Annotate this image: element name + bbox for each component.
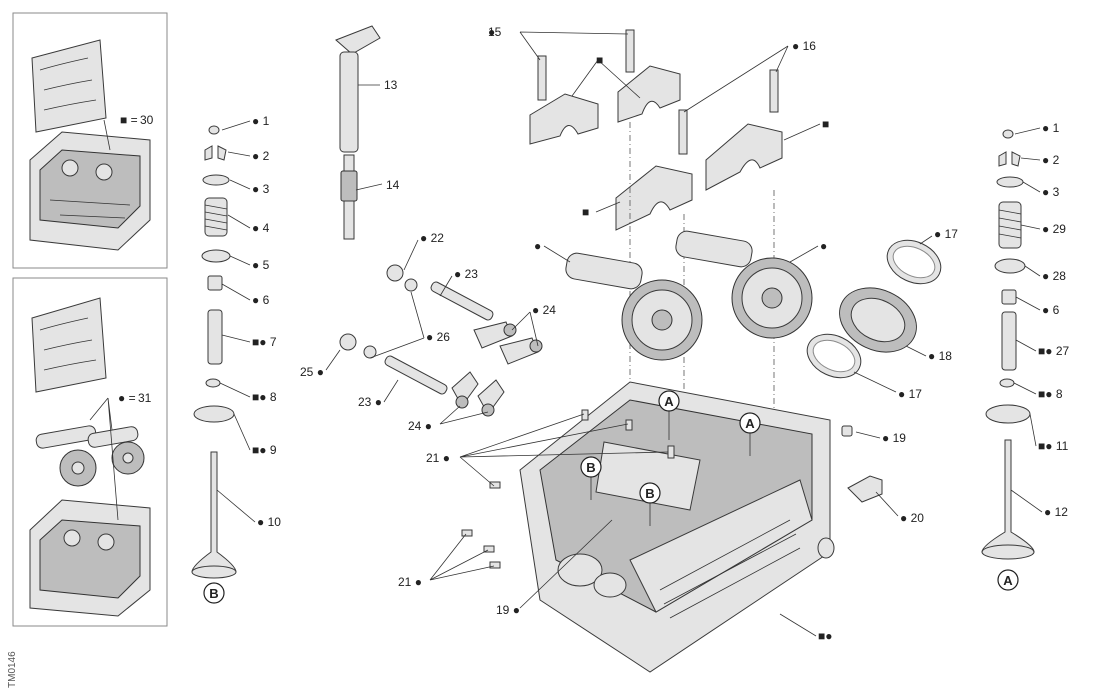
svg-text:■● 11: ■● 11 [1038, 439, 1069, 453]
valve-stack-a [981, 129, 1035, 560]
svg-text:● 1: ● 1 [252, 114, 270, 128]
svg-text:A: A [1003, 573, 1013, 588]
doc-code: TM0146 [7, 651, 18, 688]
svg-text:14: 14 [386, 178, 400, 192]
svg-text:● 3: ● 3 [252, 182, 270, 196]
svg-text:■● 27: ■● 27 [1038, 344, 1070, 358]
svg-text:A: A [664, 394, 674, 409]
svg-text:● 17: ● 17 [934, 227, 958, 241]
svg-text:● 19: ● 19 [882, 431, 906, 445]
cam-caps [529, 65, 783, 231]
gasket-bag-icon [31, 39, 107, 133]
svg-text:● 18: ● 18 [928, 349, 952, 363]
svg-text:● 16: ● 16 [792, 39, 816, 53]
svg-text:● 24: ● 24 [532, 303, 556, 317]
left-stack-labels: ● 1 ● 2 ● 3 ● 4 ● 5 ● 6 ■● 7 ■● 8 ■● 9 ●… [252, 114, 281, 529]
bellows-leaders: ● 17 ● 18 ● 17 [853, 227, 958, 401]
svg-text:● 12: ● 12 [1044, 505, 1068, 519]
cylinder-head [519, 381, 835, 673]
kit31-marker: ● = [118, 391, 136, 405]
svg-text:● 20: ● 20 [900, 511, 924, 525]
cam-cap-bolts [537, 29, 779, 155]
svg-text:■● 9: ■● 9 [252, 443, 277, 457]
svg-text:■: ■ [822, 117, 829, 131]
svg-text:● 22: ● 22 [420, 231, 444, 245]
svg-text:● 28: ● 28 [1042, 269, 1066, 283]
svg-text:■●: ■● [818, 629, 833, 643]
svg-text:■● 7: ■● 7 [252, 335, 277, 349]
svg-text:■● 8: ■● 8 [1038, 387, 1063, 401]
lower-kit-frame: ● = 31 [12, 277, 168, 627]
svg-text:● 1: ● 1 [1042, 121, 1060, 135]
svg-text:● 17: ● 17 [898, 387, 922, 401]
kit31-label: 31 [138, 391, 152, 405]
head-dowels-screws [461, 409, 883, 569]
cylinder-head-thumb-upper [29, 131, 151, 251]
svg-text:13: 13 [384, 78, 398, 92]
kit30-marker: ■ = [120, 113, 138, 127]
svg-text:■: ■ [596, 53, 603, 67]
svg-text:●: ● [820, 239, 827, 253]
spark-plug-cap: 13 [335, 25, 398, 153]
svg-text:● 2: ● 2 [1042, 153, 1060, 167]
cylinder-head-thumb-lower [29, 499, 151, 617]
svg-text:● 6: ● 6 [1042, 303, 1060, 317]
spark-plug: 14 [340, 154, 400, 240]
camshaft-thumb [35, 425, 145, 487]
right-stack-leaders [1010, 127, 1043, 513]
svg-text:21 ●: 21 ● [398, 575, 422, 589]
svg-text:● 5: ● 5 [252, 258, 270, 272]
view-marker-a-bottom: A [997, 569, 1019, 591]
svg-text:24 ●: 24 ● [408, 419, 432, 433]
svg-text:19 ●: 19 ● [496, 603, 520, 617]
left-stack-leaders [216, 120, 256, 523]
svg-text:●: ● [488, 25, 495, 39]
upper-kit-frame: ■ = 30 [12, 12, 168, 269]
svg-text:B: B [645, 486, 654, 501]
kit30-label: 30 [140, 113, 154, 127]
head-view-markers: A A B B [580, 390, 761, 526]
camshaft-exhaust [675, 230, 813, 339]
svg-text:● 26: ● 26 [426, 330, 450, 344]
valve-spring-left [204, 197, 228, 237]
svg-text:21 ●: 21 ● [426, 451, 450, 465]
cam-cap-leaders: ● 15 ■ ● 16 ■ ■ [488, 25, 829, 219]
svg-text:■: ■ [582, 205, 589, 219]
svg-text:B: B [586, 460, 595, 475]
intake-bellows [806, 239, 942, 379]
valve-spring-right [998, 201, 1022, 249]
svg-text:15: 15 [488, 25, 502, 39]
svg-text:B: B [209, 586, 218, 601]
svg-text:25 ●: 25 ● [300, 365, 324, 379]
svg-text:A: A [745, 416, 755, 431]
svg-text:● 6: ● 6 [252, 293, 270, 307]
svg-text:● 4: ● 4 [252, 221, 270, 235]
valve-stack-b [191, 125, 237, 579]
svg-text:● 3: ● 3 [1042, 185, 1060, 199]
svg-text:● 29: ● 29 [1042, 222, 1066, 236]
svg-text:●: ● [534, 239, 541, 253]
svg-text:23 ●: 23 ● [358, 395, 382, 409]
right-stack-labels: ● 1 ● 2 ● 3 ● 29 ● 28 ● 6 ■● 27 ■● 8 ■● … [1038, 121, 1070, 519]
svg-text:● 10: ● 10 [257, 515, 281, 529]
head-leaders: 21 ● 21 ● ● 19 ● 20 19 ● ■● [398, 413, 924, 643]
svg-text:■● 8: ■● 8 [252, 390, 277, 404]
view-marker-b-bottom: B [203, 582, 225, 604]
camshaft-intake [565, 252, 703, 361]
svg-text:● 23: ● 23 [454, 267, 478, 281]
svg-text:● 2: ● 2 [252, 149, 270, 163]
rocker-leaders: ● 22 ● 23 ● 24 ● 26 25 ● 23 ● 24 ● [300, 231, 556, 433]
